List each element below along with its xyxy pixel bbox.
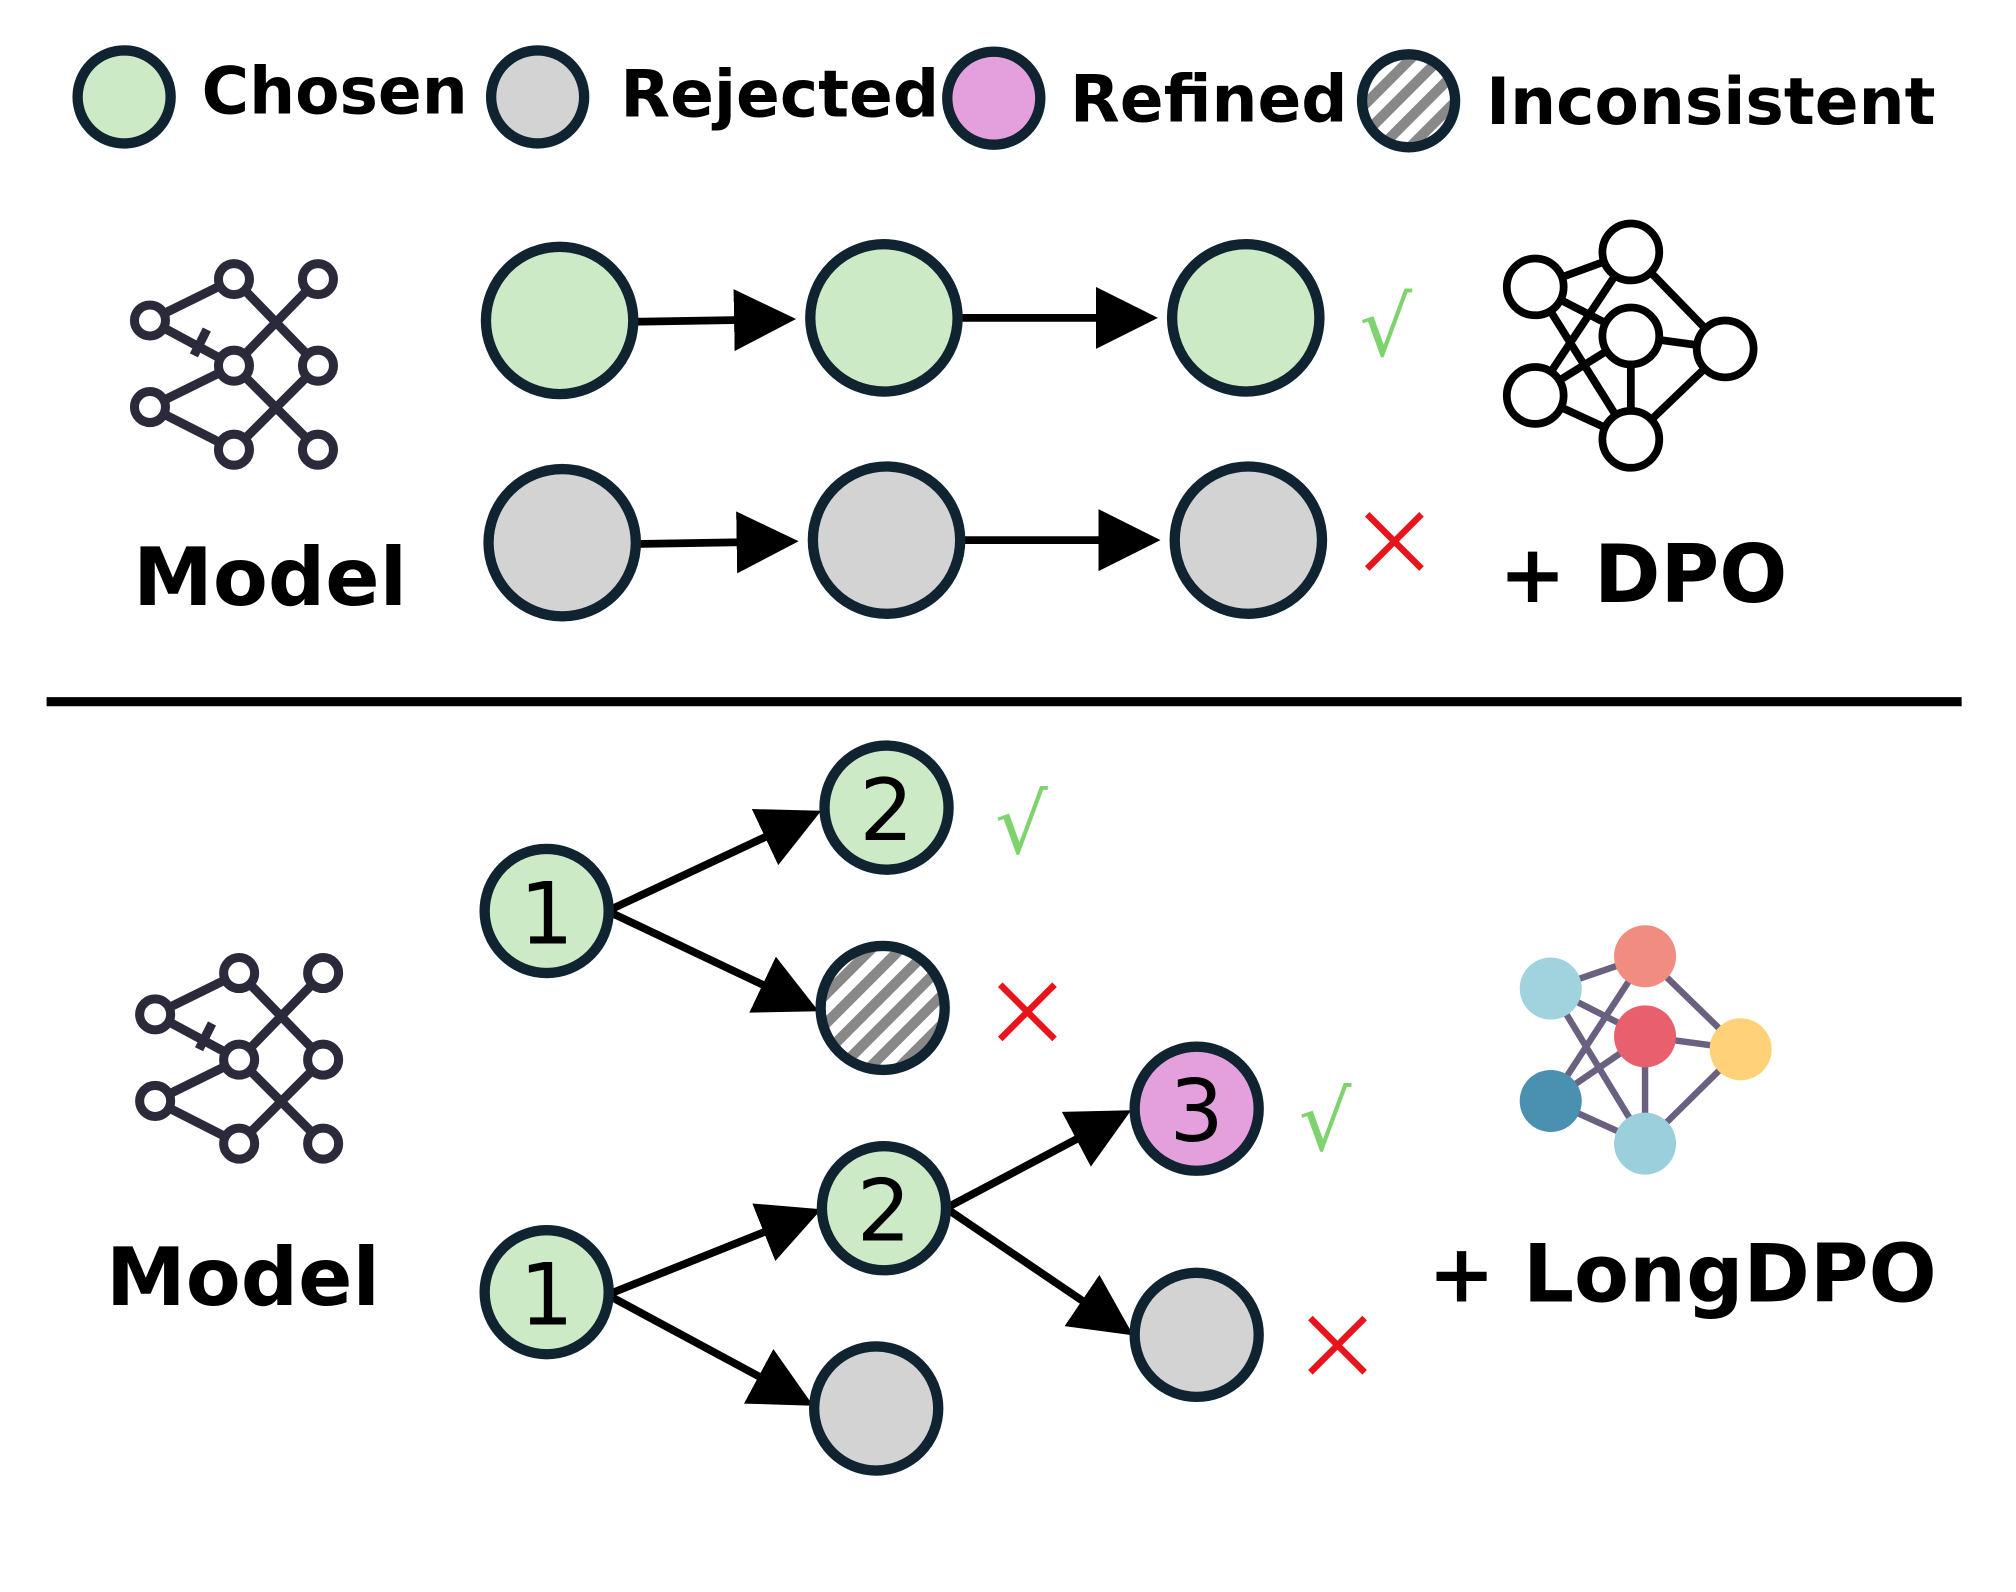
chosen-node [479, 1225, 614, 1360]
inconsistent-node [815, 940, 950, 1076]
top-model-label: Model [133, 531, 407, 624]
chosen-node [1166, 239, 1325, 397]
check-mark: √ [1299, 1073, 1352, 1170]
rejected-node [808, 1341, 944, 1476]
rejected-node [483, 463, 642, 622]
legend-refined-swatch [942, 46, 1046, 150]
longdpo-label: + LongDPO [1428, 1227, 1937, 1320]
bottom-model-label: Model [106, 1231, 380, 1324]
chosen-node [816, 1141, 952, 1276]
step-number: 2 [859, 762, 913, 861]
model-icon [140, 958, 339, 1160]
legend-chosen-label: Chosen [202, 55, 468, 130]
rejected-node [1129, 1267, 1264, 1403]
check-mark: √ [995, 776, 1048, 873]
dpo-chosen-chain [633, 286, 1158, 352]
step-number: 3 [1170, 1063, 1224, 1162]
legend-refined-label: Refined [1070, 62, 1348, 137]
legend: Chosen Rejected Refined Inconsistent [72, 45, 1935, 153]
chosen-node [819, 740, 954, 875]
rejected-node [807, 461, 966, 619]
chosen-node [479, 843, 614, 979]
legend-inconsistent-swatch [1356, 49, 1461, 153]
step-number: 1 [520, 1247, 574, 1346]
cross-mark [1364, 512, 1424, 571]
check-mark: √ [1359, 278, 1412, 375]
longdpo-arrows [605, 809, 1134, 1406]
neural-net-icon [1502, 219, 1758, 472]
cross-mark [997, 982, 1057, 1042]
colored-graph-icon [1519, 925, 1772, 1175]
dpo-label: + DPO [1499, 528, 1787, 621]
dpo-rejected-chain [635, 509, 1161, 574]
step-number: 1 [520, 865, 574, 964]
model-icon [134, 264, 333, 466]
legend-rejected-swatch [485, 45, 590, 149]
legend-inconsistent-label: Inconsistent [1486, 65, 1935, 140]
step-number: 2 [857, 1163, 911, 1262]
rejected-node [1169, 461, 1328, 619]
legend-chosen-swatch [72, 45, 176, 149]
legend-rejected-label: Rejected [620, 57, 939, 132]
cross-mark [1308, 1315, 1367, 1375]
refined-node [1129, 1041, 1264, 1176]
chosen-node [805, 239, 963, 397]
chosen-node [480, 241, 639, 400]
